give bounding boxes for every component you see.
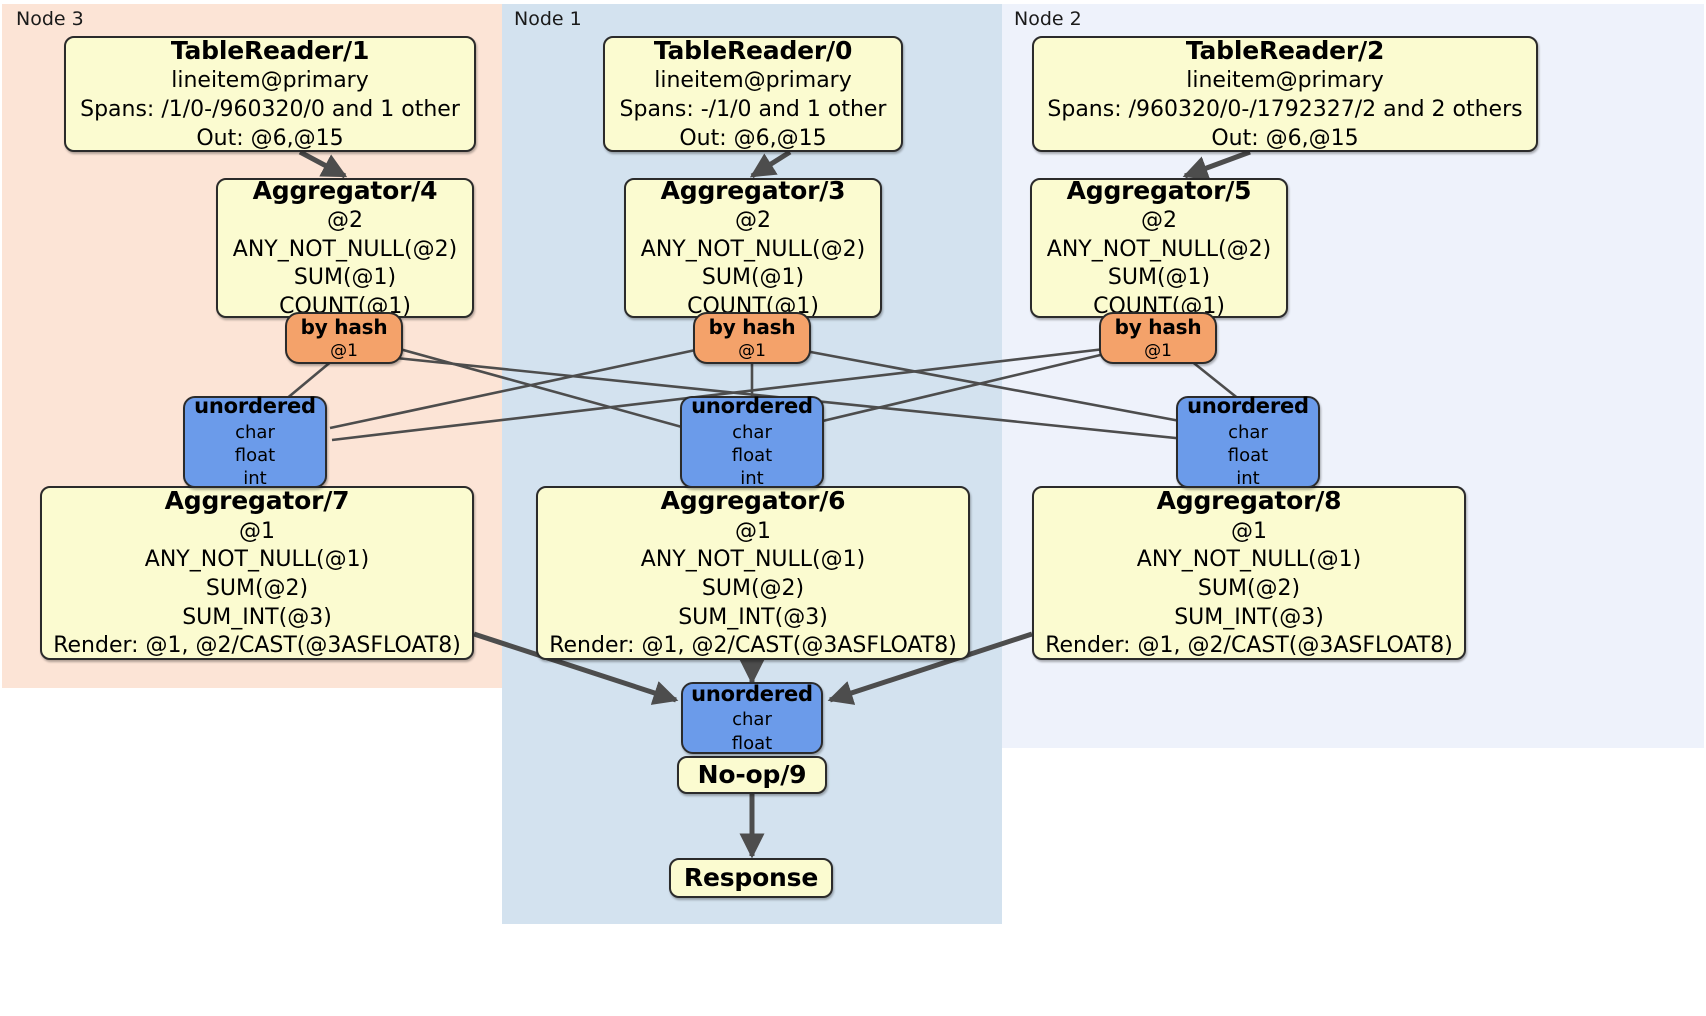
node-line: @1 (239, 518, 275, 544)
node-line: ANY_NOT_NULL(@1) (640, 547, 866, 573)
sync-line: char (732, 709, 772, 731)
node-line: lineitem@primary (171, 68, 369, 94)
router-title: by hash (708, 314, 796, 339)
node-title: Response (683, 862, 819, 892)
node-line: SUM_INT(@3) (678, 604, 828, 630)
synchronizer-unordered-aggregator-6[interactable]: unordered char float int (680, 394, 824, 490)
node-line: SUM(@1) (1107, 265, 1211, 291)
sync-line: float (731, 732, 773, 754)
node-line: lineitem@primary (1186, 68, 1384, 94)
processor-response[interactable]: Response (669, 858, 833, 898)
node-line: @2 (327, 208, 363, 234)
node-line: SUM_INT(@3) (182, 604, 332, 630)
sync-title: unordered (194, 394, 316, 419)
node-line: Out: @6,@15 (1211, 125, 1359, 151)
sync-line: char (732, 421, 772, 443)
sync-line: float (731, 444, 773, 466)
node-line: @2 (735, 208, 771, 234)
node-line: ANY_NOT_NULL(@1) (144, 547, 370, 573)
node-title: TableReader/0 (653, 35, 853, 65)
router-line: @1 (738, 340, 766, 361)
node-line: @1 (735, 518, 771, 544)
node-title: Aggregator/8 (1156, 486, 1342, 516)
sync-title: unordered (1187, 394, 1309, 419)
processor-noop-9[interactable]: No-op/9 (677, 756, 827, 794)
node-line: ANY_NOT_NULL(@1) (1136, 547, 1362, 573)
router-title: by hash (300, 314, 388, 339)
node-title: Aggregator/7 (164, 486, 350, 516)
processor-table-reader-2[interactable]: TableReader/2 lineitem@primary Spans: /9… (1032, 36, 1538, 152)
router-line: @1 (330, 340, 358, 361)
node-title: Aggregator/5 (1066, 175, 1252, 205)
node-line: Out: @6,@15 (196, 125, 344, 151)
sync-title: unordered (691, 681, 813, 706)
processor-aggregator-6[interactable]: Aggregator/6 @1 ANY_NOT_NULL(@1) SUM(@2)… (536, 486, 970, 660)
processor-aggregator-5[interactable]: Aggregator/5 @2 ANY_NOT_NULL(@2) SUM(@1)… (1030, 175, 1288, 319)
node-line: Spans: /1/0-/960320/0 and 1 other (80, 96, 460, 122)
router-title: by hash (1114, 314, 1202, 339)
node-title: Aggregator/4 (252, 175, 438, 205)
node-line: SUM(@2) (1197, 575, 1301, 601)
processor-table-reader-0[interactable]: TableReader/0 lineitem@primary Spans: -/… (603, 36, 903, 152)
router-by-hash-aggregator-5[interactable]: by hash @1 (1099, 312, 1217, 364)
sync-line: float (234, 444, 276, 466)
node-line: Spans: /960320/0-/1792327/2 and 2 others (1047, 96, 1523, 122)
processor-aggregator-3[interactable]: Aggregator/3 @2 ANY_NOT_NULL(@2) SUM(@1)… (624, 175, 882, 319)
processor-aggregator-8[interactable]: Aggregator/8 @1 ANY_NOT_NULL(@1) SUM(@2)… (1032, 486, 1466, 660)
sync-line: char (235, 421, 275, 443)
node-line: Render: @1, @2/CAST(@3ASFLOAT8) (1045, 633, 1453, 659)
node-title: Aggregator/3 (660, 175, 846, 205)
node-title: Aggregator/6 (660, 486, 846, 516)
router-by-hash-aggregator-4[interactable]: by hash @1 (285, 312, 403, 364)
node-line: SUM(@2) (701, 575, 805, 601)
node-title: TableReader/2 (1185, 35, 1385, 65)
node-line: ANY_NOT_NULL(@2) (232, 236, 458, 262)
node-line: Render: @1, @2/CAST(@3ASFLOAT8) (53, 633, 461, 659)
processor-table-reader-1[interactable]: TableReader/1 lineitem@primary Spans: /1… (64, 36, 476, 152)
synchronizer-unordered-aggregator-8[interactable]: unordered char float int (1176, 394, 1320, 490)
node-line: SUM(@1) (293, 265, 397, 291)
node-line: Out: @6,@15 (679, 125, 827, 151)
node-line: ANY_NOT_NULL(@2) (1046, 236, 1272, 262)
node-line: @1 (1231, 518, 1267, 544)
sync-line: int (243, 468, 267, 490)
sync-line: int (740, 468, 764, 490)
node-line: @2 (1141, 208, 1177, 234)
sync-line: float (1227, 444, 1269, 466)
sync-line: int (1236, 468, 1260, 490)
processor-aggregator-4[interactable]: Aggregator/4 @2 ANY_NOT_NULL(@2) SUM(@1)… (216, 175, 474, 319)
synchronizer-unordered-final[interactable]: unordered char float (681, 682, 823, 754)
region-label-node2: Node 2 (1014, 8, 1082, 30)
node-title: No-op/9 (697, 759, 807, 789)
node-line: Spans: -/1/0 and 1 other (619, 96, 887, 122)
node-line: lineitem@primary (654, 68, 852, 94)
node-line: SUM_INT(@3) (1174, 604, 1324, 630)
node-title: TableReader/1 (170, 35, 370, 65)
node-line: SUM(@1) (701, 265, 805, 291)
router-line: @1 (1144, 340, 1172, 361)
region-label-node3: Node 3 (16, 8, 84, 30)
router-by-hash-aggregator-3[interactable]: by hash @1 (693, 312, 811, 364)
node-line: SUM(@2) (205, 575, 309, 601)
processor-aggregator-7[interactable]: Aggregator/7 @1 ANY_NOT_NULL(@1) SUM(@2)… (40, 486, 474, 660)
sync-title: unordered (691, 394, 813, 419)
synchronizer-unordered-aggregator-7[interactable]: unordered char float int (183, 394, 327, 490)
region-label-node1: Node 1 (514, 8, 582, 30)
node-line: Render: @1, @2/CAST(@3ASFLOAT8) (549, 633, 957, 659)
sync-line: char (1228, 421, 1268, 443)
node-line: ANY_NOT_NULL(@2) (640, 236, 866, 262)
